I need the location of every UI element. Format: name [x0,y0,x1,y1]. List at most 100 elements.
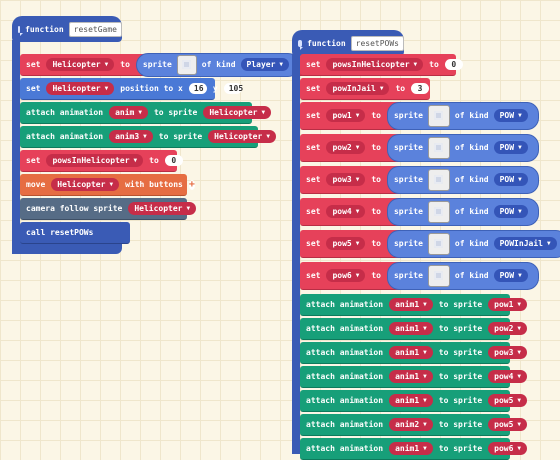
block-text: sprite [393,111,423,120]
variable-dropdown[interactable]: pow4▼ [326,205,366,218]
number-input[interactable]: 3 [411,83,430,94]
variable-dropdown[interactable]: anim1▼ [389,370,433,383]
variable-dropdown[interactable]: pow5▼ [326,237,366,250]
variable-dropdown[interactable]: pow1▼ [488,298,528,311]
sprite-image-picker[interactable] [427,200,450,223]
sprite-image-picker[interactable] [427,264,450,287]
variable-dropdown[interactable]: Helicopter▼ [46,82,115,95]
sprite-image-picker[interactable] [427,136,450,159]
kind-dropdown[interactable]: POW▼ [493,269,528,282]
variable-dropdown[interactable]: anim3▼ [109,130,153,143]
sprite-image-picker[interactable] [427,168,450,191]
variable-dropdown[interactable]: powInJail▼ [326,82,390,95]
variable-dropdown[interactable]: powsInHelicopter▼ [326,58,424,71]
kind-dropdown[interactable]: POW▼ [493,109,528,122]
comment-icon[interactable] [298,39,304,50]
block-text: y [212,84,218,93]
add-icon[interactable]: + [188,178,195,190]
function-name-field[interactable]: resetPOWs [350,35,404,51]
chevron-down-icon: ▼ [355,144,360,151]
number-input[interactable]: 0 [444,59,463,70]
variable-dropdown[interactable]: Helicopter▼ [51,178,120,191]
dropdown-label: powsInHelicopter [52,156,130,165]
chevron-down-icon: ▼ [261,109,266,116]
code-block[interactable]: call resetPOWs [20,222,130,244]
variable-dropdown[interactable]: anim1▼ [389,442,433,455]
sprite-image-picker[interactable] [427,232,450,255]
variable-dropdown[interactable]: anim1▼ [389,346,433,359]
variable-dropdown[interactable]: anim2▼ [389,418,433,431]
block-text: to [120,60,130,69]
block-text: set [306,84,321,93]
block-text: attach animation [26,132,104,141]
variable-dropdown[interactable]: Helicopter▼ [208,130,276,143]
number-input[interactable]: 0 [164,155,183,166]
variable-dropdown[interactable]: pow2▼ [488,322,528,335]
sprite-image-picker[interactable] [176,54,197,75]
kind-dropdown[interactable]: POW▼ [493,141,528,154]
variable-dropdown[interactable]: anim1▼ [389,322,433,335]
code-block[interactable]: attach animation anim1▼ to sprite pow6▼ [300,438,528,460]
variable-dropdown[interactable]: pow1▼ [326,109,366,122]
variable-dropdown[interactable]: anim1▼ [389,394,433,407]
comment-icon[interactable] [18,25,24,36]
number-input[interactable]: 16 [188,83,207,94]
block-text: attach animation [306,444,384,453]
function-name-field[interactable]: resetGame [68,21,122,37]
variable-dropdown[interactable]: anim▼ [109,106,148,119]
number-input[interactable]: 105 [223,83,243,94]
sprite-image-picker[interactable] [427,104,450,127]
variable-dropdown[interactable]: pow6▼ [326,269,366,282]
variable-dropdown[interactable]: pow2▼ [326,141,366,154]
variable-dropdown[interactable]: pow6▼ [488,442,528,455]
block-text: to sprite [438,420,483,429]
function-header[interactable]: function resetGame [12,16,122,42]
kind-dropdown[interactable]: Player▼ [240,58,290,71]
variable-dropdown[interactable]: pow3▼ [326,173,366,186]
block-text: attach animation [26,108,104,117]
variable-dropdown[interactable]: anim1▼ [389,298,433,311]
chevron-down-icon: ▼ [423,445,427,452]
kind-dropdown[interactable]: POW▼ [493,205,528,218]
kind-dropdown[interactable]: POWInJail▼ [493,237,557,250]
variable-dropdown[interactable]: powsInHelicopter▼ [46,154,144,167]
variable-dropdown[interactable]: Helicopter▼ [128,202,197,215]
function-header[interactable]: function resetPOWs [292,30,404,56]
variable-dropdown[interactable]: pow5▼ [488,418,528,431]
variable-dropdown[interactable]: Helicopter▼ [46,58,115,71]
variable-dropdown[interactable]: pow5▼ [488,394,528,407]
variable-dropdown[interactable]: pow4▼ [488,370,528,383]
variable-dropdown[interactable]: Helicopter▼ [203,106,272,119]
block-text: to sprite [438,444,483,453]
variable-dropdown[interactable]: pow3▼ [488,346,528,359]
kind-dropdown[interactable]: POW▼ [493,173,528,186]
